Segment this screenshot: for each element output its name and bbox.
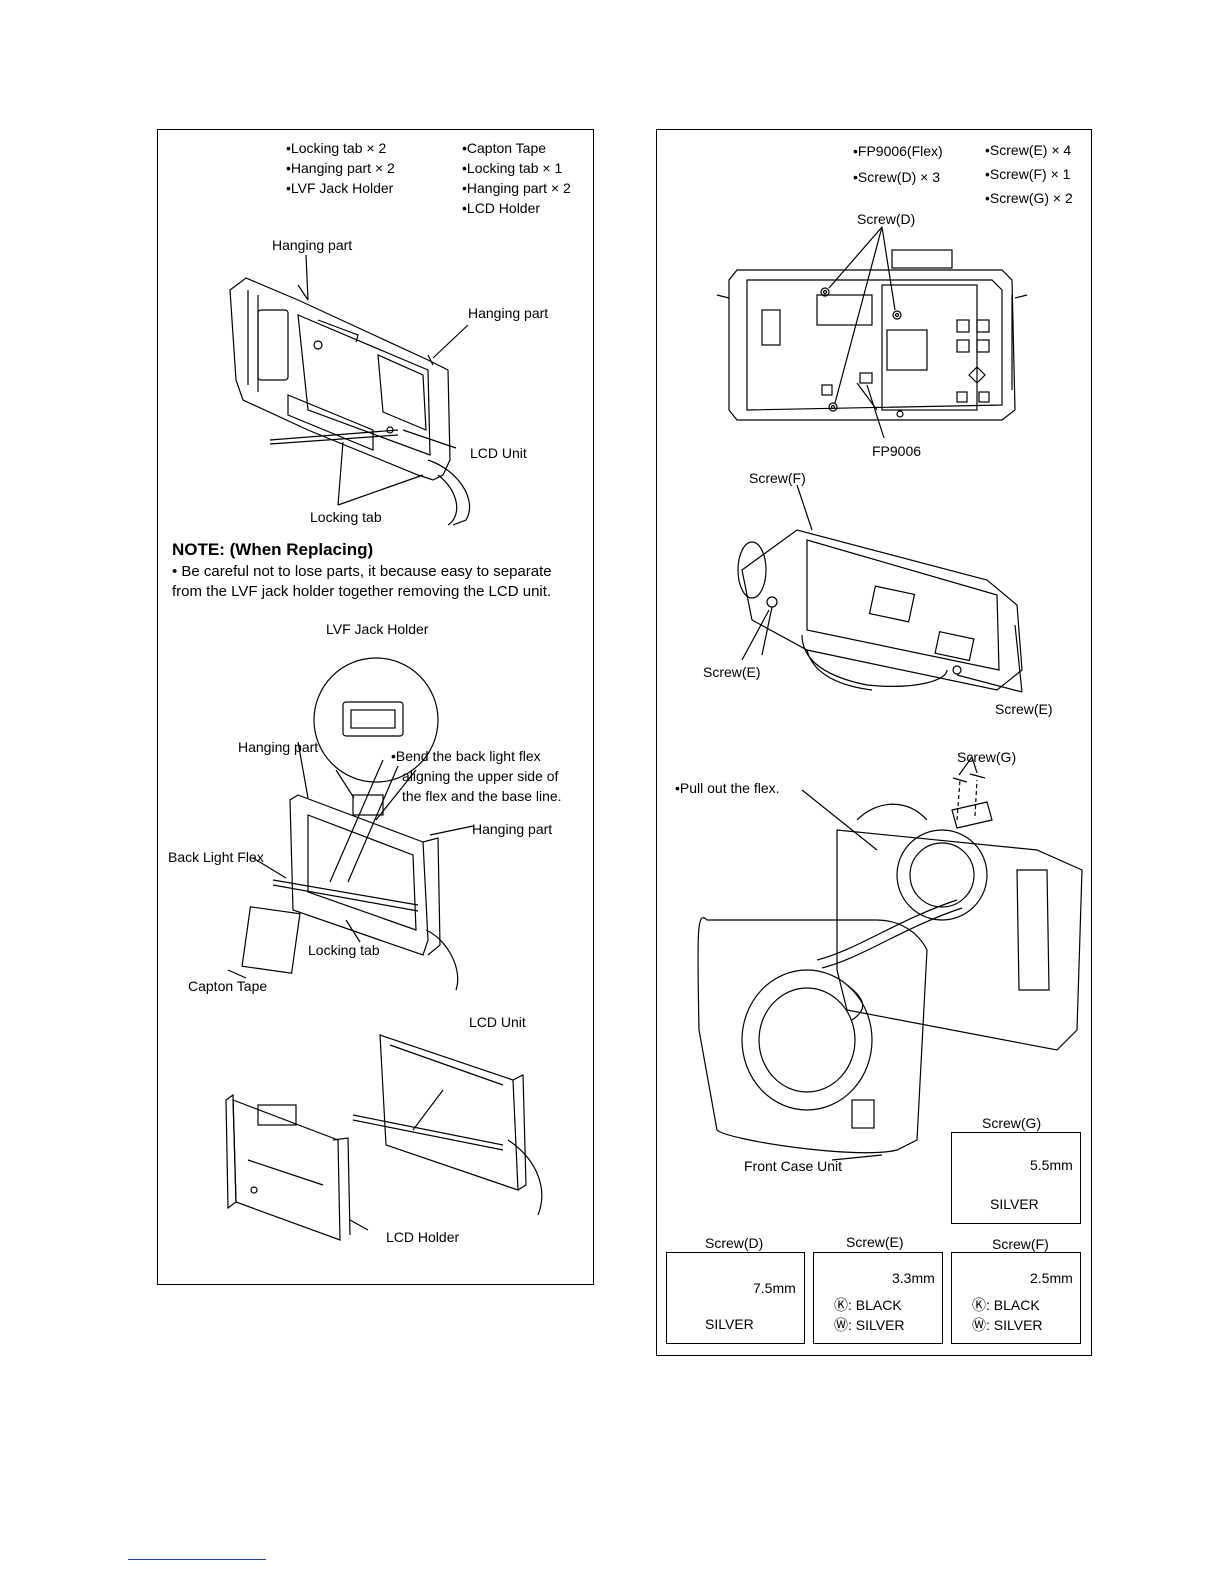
- label-screw-g: Screw(G): [957, 749, 1017, 765]
- label-front-case-unit: Front Case Unit: [744, 1158, 843, 1174]
- left-procedure-panel: •Locking tab × 2 •Hanging part × 2 •LVF …: [157, 129, 594, 1285]
- screw-length: 5.5mm: [1030, 1157, 1073, 1173]
- label-hanging-part: Hanging part: [468, 305, 549, 321]
- screw-color: Ⓚ: BLACK: [834, 1297, 902, 1313]
- screw-e-spec-box: 3.3mm Ⓚ: BLACK Ⓦ: SILVER: [813, 1252, 943, 1344]
- label-capton-tape: Capton Tape: [188, 978, 268, 994]
- label-hanging-part: Hanging part: [272, 237, 353, 253]
- right-parts-list-2: •Screw(E) × 4 •Screw(F) × 1 •Screw(G) × …: [985, 138, 1073, 210]
- screw-d-spec-box: 7.5mm SILVER: [666, 1252, 805, 1344]
- screw-length: 3.3mm: [892, 1270, 935, 1286]
- parts-item: •Locking tab × 1: [462, 160, 563, 176]
- parts-item: •Screw(E) × 4: [985, 142, 1072, 158]
- left-parts-list-2: •Capton Tape •Locking tab × 1 •Hanging p…: [462, 138, 571, 218]
- label-screw-d: Screw(D): [857, 211, 916, 227]
- spec-g-title: Screw(G): [982, 1115, 1042, 1131]
- label-hanging-part: Hanging part: [472, 821, 553, 837]
- right-parts-list-1: •FP9006(Flex) •Screw(D) × 3: [853, 138, 943, 190]
- screw-color: SILVER: [990, 1196, 1039, 1212]
- camera-rear-drawing: [716, 226, 1028, 439]
- lcd-unit-drawing-2: [227, 657, 474, 991]
- footer-link-underline: [128, 1559, 266, 1560]
- note-body: • Be careful not to lose parts, it becau…: [172, 563, 552, 600]
- note-line: aligning the upper side of: [402, 768, 559, 784]
- screw-length: 7.5mm: [753, 1280, 796, 1296]
- note-line: the flex and the base line.: [402, 788, 562, 804]
- screw-color: Ⓚ: BLACK: [972, 1297, 1040, 1313]
- parts-item: •Locking tab × 2: [286, 140, 387, 156]
- parts-item: •Screw(F) × 1: [985, 166, 1071, 182]
- label-fp9006: FP9006: [872, 443, 922, 459]
- parts-item: •Hanging part × 2: [462, 180, 571, 196]
- label-screw-e: Screw(E): [703, 664, 761, 680]
- screw-color: Ⓦ: SILVER: [972, 1317, 1043, 1333]
- bend-flex-note: •Bend the back light flex aligning the u…: [391, 746, 562, 806]
- screw-color: SILVER: [705, 1316, 754, 1332]
- label-back-light-flex: Back Light Flex: [168, 849, 264, 865]
- label-lcd-unit: LCD Unit: [469, 1014, 526, 1030]
- front-case-drawing: [697, 756, 1083, 1161]
- note-title: NOTE: (When Replacing): [172, 540, 374, 559]
- label-pull-out-flex: •Pull out the flex.: [675, 780, 780, 796]
- label-locking-tab: Locking tab: [308, 942, 380, 958]
- parts-item: •LVF Jack Holder: [286, 180, 394, 196]
- right-procedure-panel: •FP9006(Flex) •Screw(D) × 3 •Screw(E) × …: [656, 129, 1092, 1356]
- lcd-unit-drawing-3: [225, 1034, 543, 1241]
- label-lcd-unit: LCD Unit: [470, 445, 527, 461]
- label-locking-tab: Locking tab: [310, 509, 382, 525]
- spec-d-title: Screw(D): [705, 1235, 764, 1251]
- label-screw-e: Screw(E): [995, 701, 1053, 717]
- parts-item: •Screw(G) × 2: [985, 190, 1073, 206]
- note-line: •Bend the back light flex: [391, 748, 541, 764]
- spec-f-title: Screw(F): [992, 1236, 1049, 1252]
- label-screw-f: Screw(F): [749, 470, 806, 486]
- spec-e-title: Screw(E): [846, 1234, 904, 1250]
- left-parts-list-1: •Locking tab × 2 •Hanging part × 2 •LVF …: [286, 138, 395, 198]
- camera-angled-drawing: [737, 484, 1023, 693]
- parts-item: •Screw(D) × 3: [853, 169, 940, 185]
- label-hanging-part: Hanging part: [238, 739, 319, 755]
- parts-item: •LCD Holder: [462, 200, 541, 216]
- lcd-removal-drawings: [225, 254, 543, 1241]
- parts-item: •Capton Tape: [462, 140, 547, 156]
- label-lcd-holder: LCD Holder: [386, 1229, 460, 1245]
- parts-item: •Hanging part × 2: [286, 160, 395, 176]
- screw-color: Ⓦ: SILVER: [834, 1317, 905, 1333]
- screw-length: 2.5mm: [1030, 1270, 1073, 1286]
- screw-f-spec-box: 2.5mm Ⓚ: BLACK Ⓦ: SILVER: [951, 1252, 1081, 1344]
- parts-item: •FP9006(Flex): [853, 143, 943, 159]
- lcd-unit-drawing-1: [229, 254, 471, 526]
- screw-g-spec-box: 5.5mm SILVER: [951, 1132, 1081, 1224]
- label-lvf-jack-holder: LVF Jack Holder: [326, 621, 429, 637]
